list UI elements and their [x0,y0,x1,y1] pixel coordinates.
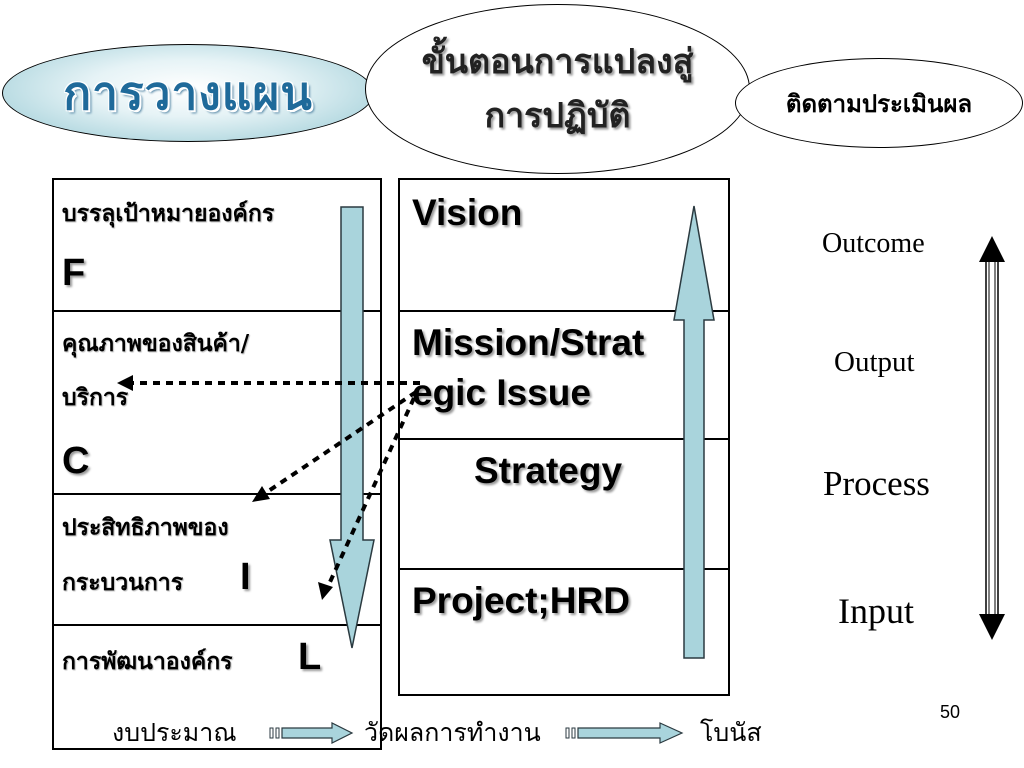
strategy-label: Strategy [474,450,623,491]
left-divider-3 [52,624,382,626]
bonus-label: โบนัส [700,718,762,747]
right-divider-3 [398,568,730,570]
row-i-thai-line1: ประสิทธิภาพของ [62,514,229,541]
left-divider-2 [52,493,382,495]
measure-label: วัดผลการทำงาน [364,718,541,747]
input-label: Input [838,591,914,631]
row-l-thai: การพัฒนาองค์กร [62,648,233,675]
implementation-label-line1: ขั้นตอนการแปลงสู่ [421,42,694,82]
level-arrow-bottom-head [979,614,1005,640]
row-c-letter: C [62,440,90,482]
vision-label: Vision [412,192,523,233]
evaluation-ellipse: ติดตามประเมินผล [735,58,1023,148]
right-divider-1 [398,310,730,312]
row-l-letter: L [298,636,322,678]
row-c-thai-line2: บริการ [62,384,129,411]
dotted-arrow-to-i [262,390,418,496]
implementation-ellipse: ขั้นตอนการแปลงสู่ การปฏิบัติ [365,4,750,174]
mission-clip: Mission/Strat egic Issue [400,322,700,422]
up-arrow [673,205,715,659]
level-arrow-shaft [985,257,999,621]
down-arrow [329,206,375,649]
level-arrow-top-head [979,236,1005,262]
evaluation-label: ติดตามประเมินผล [785,88,973,118]
process-label: Process [823,464,930,503]
page-number: 50 [940,702,961,722]
row-i-letter: I [240,556,251,598]
row-f-thai: บรรลุเป้าหมายองค์กร [62,200,275,227]
planning-label: การวางแผน [63,65,313,120]
flow-arrow-2 [565,722,684,744]
right-strategy-box [398,178,730,696]
output-label: Output [834,346,915,378]
row-f-letter: F [62,252,86,294]
budget-label: งบประมาณ [112,718,237,747]
left-divider-1 [52,310,382,312]
outcome-label: Outcome [822,228,925,259]
flow-arrow-1 [269,722,354,744]
project-hrd-label: Project;HRD [412,580,630,621]
mission-label-line2: egic Issue [412,372,591,413]
row-i-thai-line2: กระบวนการ [62,569,184,596]
left-perspective-box [52,178,382,750]
right-divider-2 [398,438,730,440]
mission-label-line1: Mission/Strat [412,322,645,363]
planning-ellipse: การวางแผน [2,44,374,142]
implementation-label-line2: การปฏิบัติ [484,96,631,136]
row-c-thai-line1: คุณภาพของสินค้า/ [62,330,250,357]
